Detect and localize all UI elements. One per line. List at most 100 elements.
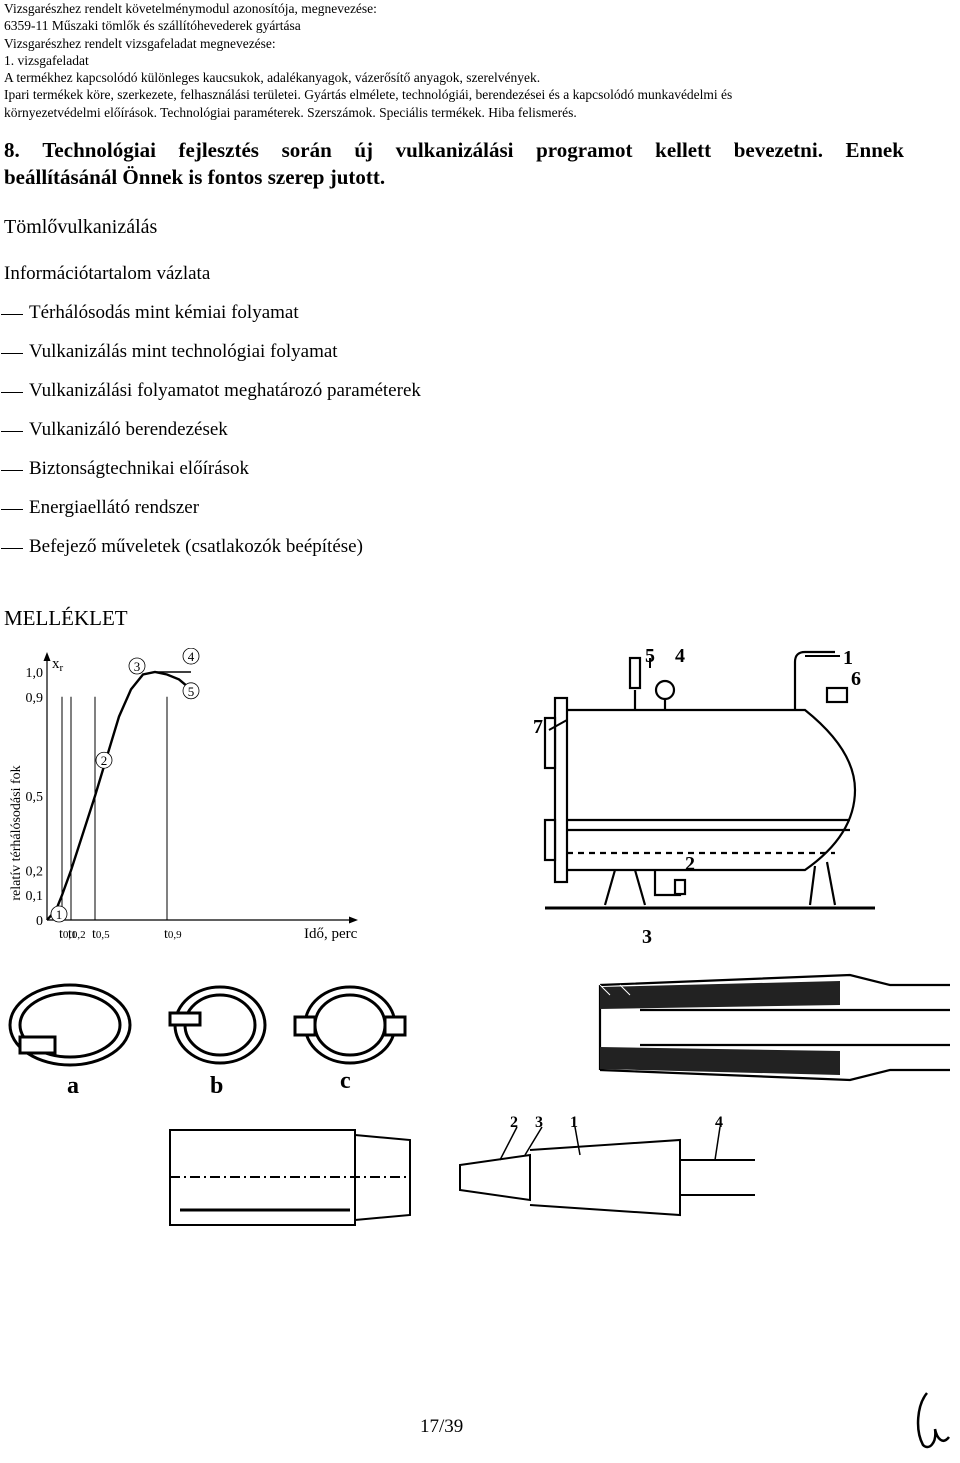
list-item: Térhálósodás mint kémiai folyamat (0, 302, 700, 341)
clamp-ear-icon (383, 1015, 407, 1037)
task-word: fejlesztés (178, 138, 259, 162)
document-header: Vizsgarészhez rendelt követelménymodul a… (4, 0, 954, 121)
clamp-label: c (340, 1068, 351, 1094)
callout-label: 1 (843, 647, 853, 669)
chart-point-label: 4 (188, 649, 195, 664)
list-item-text: Vulkanizálási folyamatot meghatározó par… (29, 380, 421, 401)
worm-clamp-inner (18, 991, 122, 1059)
list-item-text: Vulkanizáló berendezések (29, 419, 228, 440)
outline-list: Térhálósodás mint kémiai folyamat Vulkan… (0, 302, 700, 575)
callout-label: 4 (715, 1115, 723, 1131)
section-title: Tömlővulkanizálás (4, 216, 158, 238)
fitting-body-icon (169, 1129, 356, 1226)
chart-y-tick-label: 0,2 (26, 864, 44, 879)
list-item-text: Vulkanizálás mint technológiai folyamat (29, 341, 338, 362)
task-word: 8. (4, 138, 20, 162)
callout-label: 1 (570, 1115, 578, 1131)
header-line: Vizsgarészhez rendelt követelménymodul a… (4, 1, 377, 16)
callout-leader (714, 1126, 721, 1161)
task-word: Technológiai (42, 138, 156, 162)
header-line: környezetvédelmi előírások. Technológiai… (4, 104, 577, 120)
door-hinge-icon (543, 716, 557, 770)
task-word: vulkanizálási (395, 138, 514, 162)
chart-y-symbol: xr (52, 656, 64, 674)
chart-point-label: 1 (56, 907, 63, 922)
task-word: bevezetni. (733, 138, 823, 162)
outer-contour (599, 1068, 950, 1082)
callout-leader (574, 1126, 581, 1156)
drain-valve-icon (673, 878, 687, 896)
list-item: Befejező műveletek (csatlakozók beépítés… (0, 536, 700, 575)
chart-x-tick-label: t0,2 (68, 927, 86, 942)
hatch-marks (599, 984, 631, 996)
hose-clamps-drawing: a b c (8, 983, 407, 1099)
task-word: kellett (655, 138, 712, 162)
clamp-label: a (67, 1073, 79, 1099)
chart-point-marker (182, 648, 200, 665)
chart-x-axis-label: Idő, perc (304, 926, 358, 942)
chart-y-tick-label: 0,1 (26, 889, 44, 904)
cure-curve-chart: relatív térhálósodási fok 1,00,90,50,20,… (9, 648, 358, 942)
chart-y-tick-label: 0 (36, 914, 43, 929)
list-item: Vulkanizáló berendezések (0, 419, 700, 458)
two-piece-clamp-icon (303, 985, 397, 1065)
dash-bullet (1, 470, 23, 471)
bolt-icon (168, 1011, 202, 1027)
list-item-text: Befejező műveletek (csatlakozók beépítés… (29, 536, 363, 557)
chart-x-tick-label: t0,1 (59, 927, 77, 942)
thermometer-body (628, 656, 642, 690)
chart-y-axis-label: relatív térhálósodási fok (9, 765, 24, 900)
chart-y-ticks: 1,00,90,50,20,10 (26, 666, 44, 929)
callout-label: 7 (533, 716, 543, 738)
chart-point-marker (50, 905, 68, 923)
list-item-text: Térhálósodás mint kémiai folyamat (29, 302, 299, 323)
task-line-1: 8. Technológiai fejlesztés során új vulk… (4, 137, 904, 164)
list-item-text: Energiaellátó rendszer (29, 497, 200, 518)
worm-screw-icon (18, 1035, 57, 1055)
callout-leader (499, 1126, 518, 1161)
chart-guide-lines (61, 696, 168, 920)
clamp-ear-icon (293, 1015, 317, 1037)
worm-clamp-icon (8, 983, 132, 1067)
chart-series-line (46, 670, 192, 921)
header-line: Vizsgarészhez rendelt vizsgafeladat megn… (4, 35, 276, 51)
chart-y-arrow (43, 652, 51, 661)
autoclave-vessel-icon (563, 708, 857, 872)
task-word: során (281, 138, 332, 162)
callout-label: 5 (645, 645, 655, 667)
list-item: Vulkanizálás mint technológiai folyamat (0, 341, 700, 380)
callout-label: 2 (510, 1115, 518, 1131)
nut-icon (459, 1153, 531, 1202)
list-item: Vulkanizálási folyamatot meghatározó par… (0, 380, 700, 419)
page-number: 17/39 (420, 1416, 464, 1437)
callout-arrow (548, 719, 568, 731)
door-hinge-icon (543, 818, 557, 862)
chart-y-tick-label: 0,5 (26, 790, 44, 805)
support-leg-icon (808, 861, 837, 906)
pressure-gauge-icon (654, 679, 676, 701)
dash-bullet (1, 509, 23, 510)
header-line: Ipari termékek köre, szerkezete, felhasz… (4, 87, 733, 103)
dash-bullet (1, 431, 23, 432)
task-line-2: beállításánál Önnek is fontos szerep jut… (4, 165, 386, 189)
dash-bullet (1, 548, 23, 549)
dash-bullet (1, 392, 23, 393)
chart-point-marker (128, 657, 146, 675)
autoclave-door-icon (553, 696, 569, 884)
task-word: új (354, 138, 374, 162)
callout-label: 4 (675, 645, 685, 667)
header-line: 1. vizsgafeladat (4, 52, 89, 68)
chart-y-tick-label: 1,0 (26, 666, 44, 681)
hose-bore (680, 1159, 755, 1196)
chart-x-tick-label: t0,5 (92, 927, 110, 942)
chart-point-label: 3 (134, 659, 141, 674)
callout-label: 2 (685, 853, 695, 875)
list-item: Energiaellátó rendszer (0, 497, 700, 536)
task-statement: 8. Technológiai fejlesztés során új vulk… (4, 137, 904, 191)
chart-point-marker (182, 682, 200, 700)
fitting-taper (354, 1134, 411, 1221)
outer-contour (599, 973, 950, 987)
signature-icon (916, 1392, 950, 1449)
